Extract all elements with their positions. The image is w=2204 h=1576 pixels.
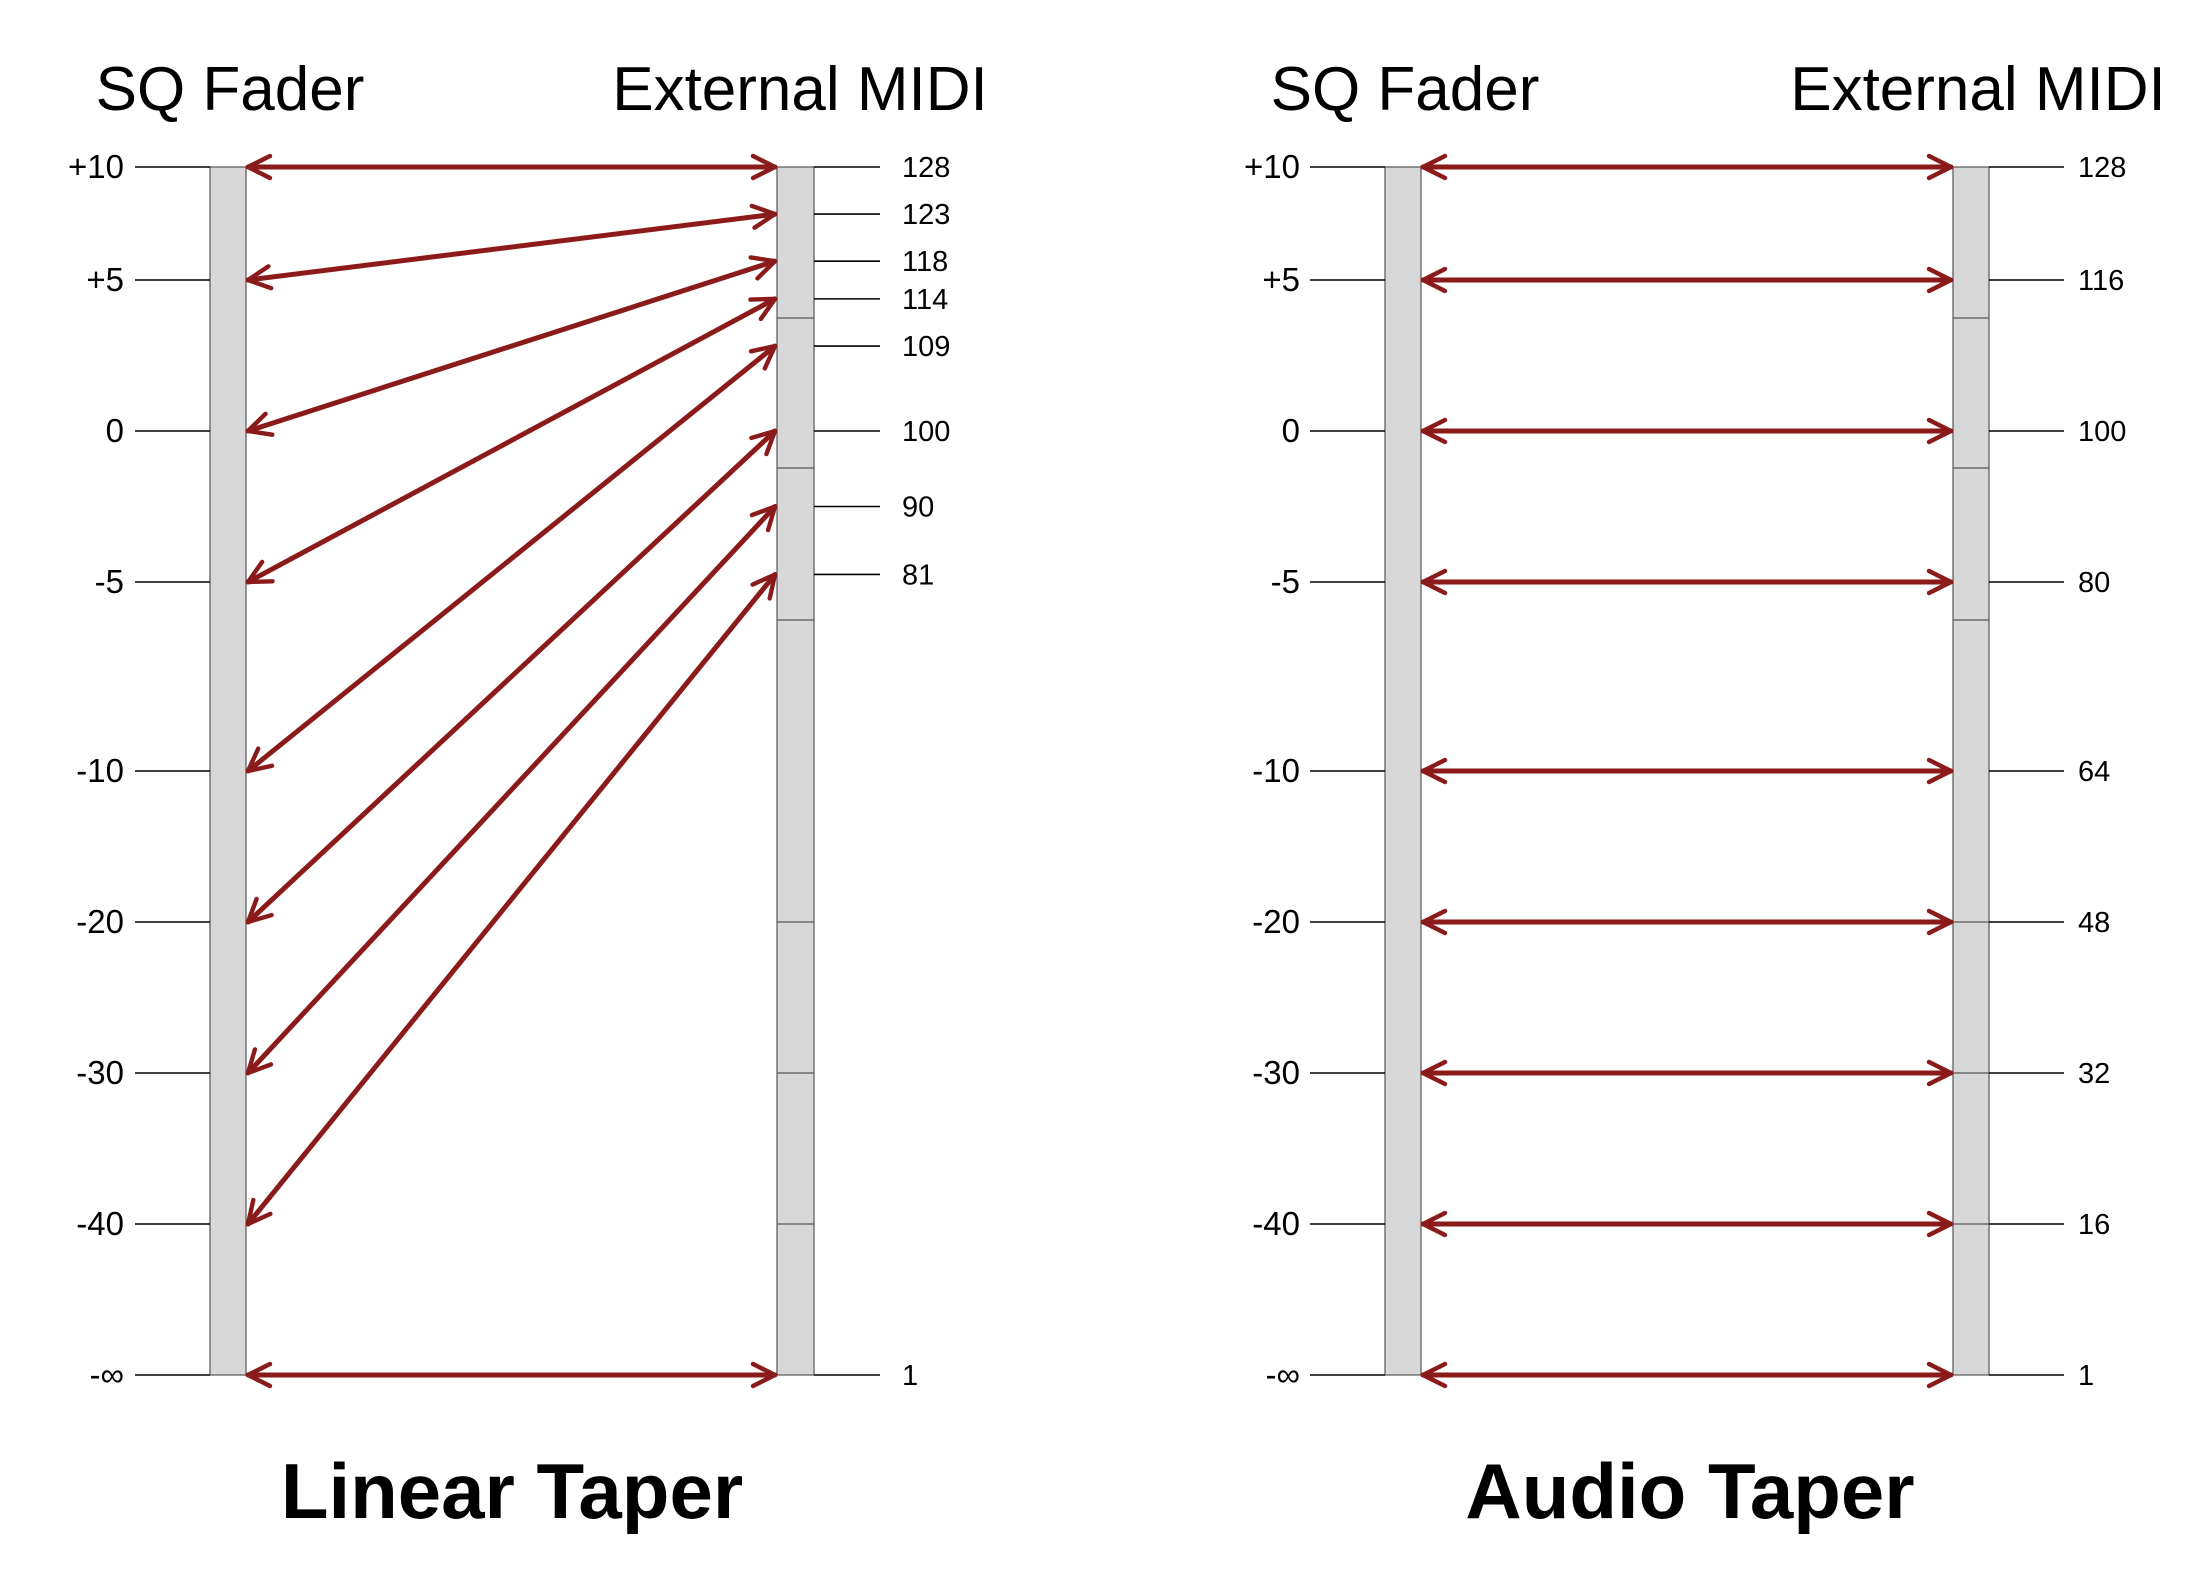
sq-fader-scale: +10 +5 0 -5 -10 -20 -30 -40 -∞: [68, 148, 247, 1393]
panel-title: Linear Taper: [281, 1447, 743, 1535]
midi-tick-label: 114: [902, 284, 948, 316]
fader-tick-label: -∞: [1265, 1356, 1300, 1393]
midi-tick-label: 1: [902, 1360, 918, 1392]
audio-taper-panel: SQ Fader External MIDI +10 +5 0 -5 -10 -20 -30…: [1244, 55, 2166, 1535]
midi-tick-label: 16: [2078, 1209, 2110, 1241]
midi-tick-label: 100: [902, 416, 950, 448]
midi-tick-label: 109: [902, 331, 950, 363]
midi-tick-label: 128: [902, 152, 950, 184]
external-midi-scale: 128 123 118 114 109 100 90 81 1: [776, 152, 950, 1392]
mapping-arrow: [245, 343, 778, 774]
fader-tick-label: -∞: [89, 1356, 124, 1393]
fader-tick-label: -20: [1252, 903, 1300, 940]
midi-tick-label: 118: [902, 246, 948, 278]
fader-tick-label: -40: [1252, 1205, 1300, 1242]
fader-tick-label: -10: [1252, 752, 1300, 789]
midi-tick-label: 32: [2078, 1058, 2110, 1090]
midi-tick-label: 64: [2078, 756, 2110, 788]
midi-tick-label: 100: [2078, 416, 2126, 448]
mapping-arrow: [245, 255, 778, 437]
midi-tick-label: 81: [902, 559, 934, 591]
midi-strip: [776, 166, 815, 1376]
mapping-arrow: [245, 203, 778, 291]
fader-tick-label: -20: [76, 903, 124, 940]
midi-tick-label: 116: [2078, 265, 2124, 297]
fader-strip: [209, 166, 247, 1376]
midi-tick-label: 80: [2078, 567, 2110, 599]
linear-taper-panel: SQ Fader External MIDI +10 +5 0 -5 -10 -20 -30…: [68, 55, 988, 1535]
external-midi-scale: 128 116 100 80 64 48 32 16 1: [1952, 152, 2126, 1392]
mapping-arrow: [245, 504, 778, 1076]
midi-tick-label: 123: [902, 199, 950, 231]
fader-tick-label: +5: [86, 261, 124, 298]
fader-tick-label: -40: [76, 1205, 124, 1242]
mapping-arrows: [1420, 153, 1954, 1389]
external-midi-header: External MIDI: [1790, 55, 2166, 124]
midi-tick-label: 1: [2078, 1360, 2094, 1392]
midi-tick-label: 90: [902, 492, 934, 524]
mapping-arrow: [245, 428, 778, 925]
mapping-arrow: [245, 296, 778, 585]
fader-tick-label: 0: [106, 412, 124, 449]
fader-tick-label: -10: [76, 752, 124, 789]
fader-tick-label: -5: [1271, 563, 1300, 600]
midi-tick-label: 48: [2078, 907, 2110, 939]
external-midi-header: External MIDI: [612, 55, 988, 124]
fader-tick-label: +10: [1244, 148, 1300, 185]
fader-tick-label: -30: [76, 1054, 124, 1091]
sq-fader-header: SQ Fader: [96, 55, 365, 124]
fader-tick-label: 0: [1282, 412, 1300, 449]
fader-strip: [1384, 166, 1422, 1376]
fader-tick-label: +5: [1262, 261, 1300, 298]
midi-strip: [1952, 166, 1990, 1376]
fader-tick-label: -30: [1252, 1054, 1300, 1091]
midi-tick-label: 128: [2078, 152, 2126, 184]
fader-tick-label: -5: [95, 563, 124, 600]
sq-fader-header: SQ Fader: [1271, 55, 1540, 124]
panel-title: Audio Taper: [1465, 1447, 1914, 1535]
mapping-arrows: [245, 153, 778, 1389]
mapping-arrow: [245, 571, 778, 1227]
fader-tick-label: +10: [68, 148, 124, 185]
sq-fader-scale: +10 +5 0 -5 -10 -20 -30 -40 -∞: [1244, 148, 1422, 1393]
